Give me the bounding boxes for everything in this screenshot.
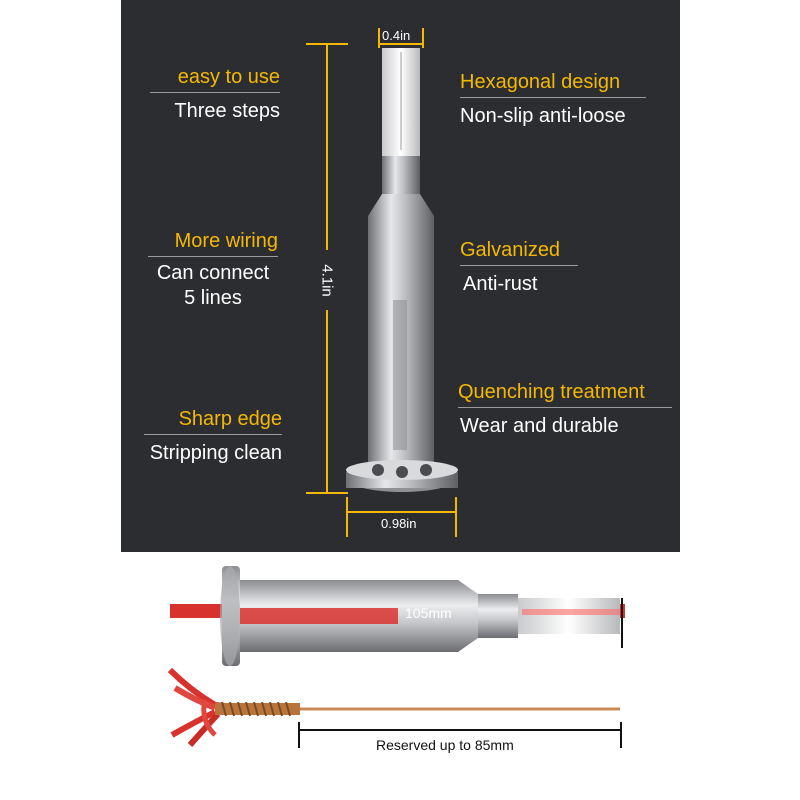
feature-subtitle: Anti-rust [463,273,538,295]
feature-quenching-treatment: Quenching treatment Wear and durable [458,381,672,439]
tool-vertical [346,48,458,492]
feature-subtitle: Wear and durable [460,415,619,437]
feature-divider [460,97,646,98]
feature-divider [460,265,578,266]
feature-divider [150,92,280,93]
base-width-label: 0.98in [381,516,417,531]
feature-title: Hexagonal design [460,71,621,93]
feature-divider [144,434,282,435]
feature-sharp-edge: Sharp edge Stripping clean [132,408,282,466]
tool-slot [393,300,407,450]
twisted-wires [167,667,620,747]
feature-subtitle: Three steps [174,100,280,122]
feature-title: Sharp edge [178,408,282,430]
height-label: 4.1in [318,264,336,297]
reserved-dimension [298,722,622,748]
feature-subtitle: 5 lines [184,287,242,309]
top-width-dimension [378,28,424,48]
feature-subtitle: Stripping clean [149,442,282,464]
feature-galvanized: Galvanized Anti-rust [460,239,578,297]
feature-divider [148,256,278,257]
feature-subtitle: Non-slip anti-loose [460,105,626,127]
feature-subtitle: Can connect [156,262,270,284]
feature-title: Galvanized [460,239,561,261]
feature-hexagonal-design: Hexagonal design Non-slip anti-loose [460,71,650,129]
tool-tip-horizontal [518,598,620,634]
wire-length-label: 105mm [405,605,452,621]
feature-title: More wiring [174,230,278,252]
reserved-length-label: Reserved up to 85mm [376,737,514,753]
feature-divider [458,407,672,408]
height-dimension [306,43,348,494]
feature-title: easy to use [177,66,280,88]
top-width-label: 0.4in [382,28,411,43]
tool-horizontal [170,566,625,666]
base-width-dimension [346,497,457,537]
feature-easy-to-use: easy to use Three steps [150,66,280,124]
feature-title: Quenching treatment [458,381,645,403]
feature-more-wiring: More wiring Can connect 5 lines [148,230,278,311]
